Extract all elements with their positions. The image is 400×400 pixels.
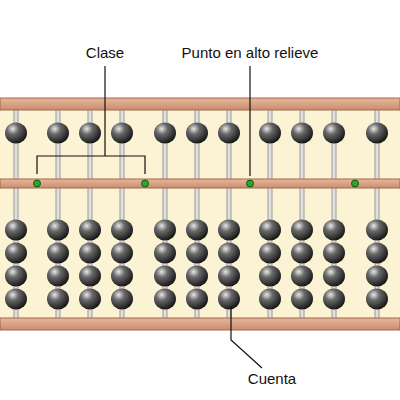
bead	[5, 123, 27, 144]
bead	[259, 243, 281, 264]
raised-dot	[352, 180, 359, 187]
bead	[5, 289, 27, 310]
bead	[186, 220, 208, 241]
bead	[366, 243, 388, 264]
frame-interior	[0, 108, 400, 320]
raised-dot	[247, 180, 254, 187]
bead	[5, 266, 27, 287]
beads	[5, 123, 388, 310]
bead	[323, 123, 345, 144]
bead	[323, 289, 345, 310]
clase-leader	[104, 66, 105, 156]
dot-leader	[249, 66, 250, 176]
bead	[154, 266, 176, 287]
bead	[218, 289, 240, 310]
bead-leader	[231, 306, 262, 368]
top-frame-bar	[0, 98, 400, 110]
bead	[366, 289, 388, 310]
bead	[111, 123, 133, 144]
bead	[291, 220, 313, 241]
bead	[291, 266, 313, 287]
raised-dot	[142, 180, 149, 187]
bead	[79, 123, 101, 144]
bead	[111, 266, 133, 287]
bead	[218, 266, 240, 287]
bead	[5, 220, 27, 241]
raised-dot	[34, 180, 41, 187]
bead	[291, 243, 313, 264]
bead	[186, 289, 208, 310]
bead	[79, 289, 101, 310]
bead	[186, 243, 208, 264]
bead	[291, 123, 313, 144]
bead	[47, 123, 69, 144]
bead	[218, 243, 240, 264]
bead	[47, 289, 69, 310]
clase-bracket	[37, 156, 145, 174]
bead	[154, 123, 176, 144]
beam	[0, 179, 400, 188]
bottom-frame-bar	[0, 318, 400, 330]
bead	[47, 266, 69, 287]
bead	[259, 220, 281, 241]
bead	[111, 243, 133, 264]
raised-dots	[34, 180, 359, 187]
bead	[366, 266, 388, 287]
bead	[47, 243, 69, 264]
bead	[5, 243, 27, 264]
bead	[111, 289, 133, 310]
bead	[186, 123, 208, 144]
class-label: Clase	[84, 44, 126, 62]
bead	[186, 266, 208, 287]
bead	[218, 123, 240, 144]
bead	[79, 220, 101, 241]
bead	[323, 266, 345, 287]
bead	[154, 289, 176, 310]
bead	[259, 123, 281, 144]
bead	[218, 220, 240, 241]
bead	[154, 220, 176, 241]
bead	[366, 220, 388, 241]
bead	[259, 289, 281, 310]
bead	[154, 243, 176, 264]
bead	[111, 220, 133, 241]
bead	[291, 289, 313, 310]
bead	[259, 266, 281, 287]
bead-label: Cuenta	[246, 370, 298, 388]
rods	[14, 110, 380, 318]
bead	[323, 220, 345, 241]
bead	[79, 266, 101, 287]
bead	[47, 220, 69, 241]
bead	[323, 243, 345, 264]
raised-dot-label: Punto en alto relieve	[180, 44, 321, 62]
bead	[79, 243, 101, 264]
leader-lines	[37, 66, 262, 368]
bead	[366, 123, 388, 144]
